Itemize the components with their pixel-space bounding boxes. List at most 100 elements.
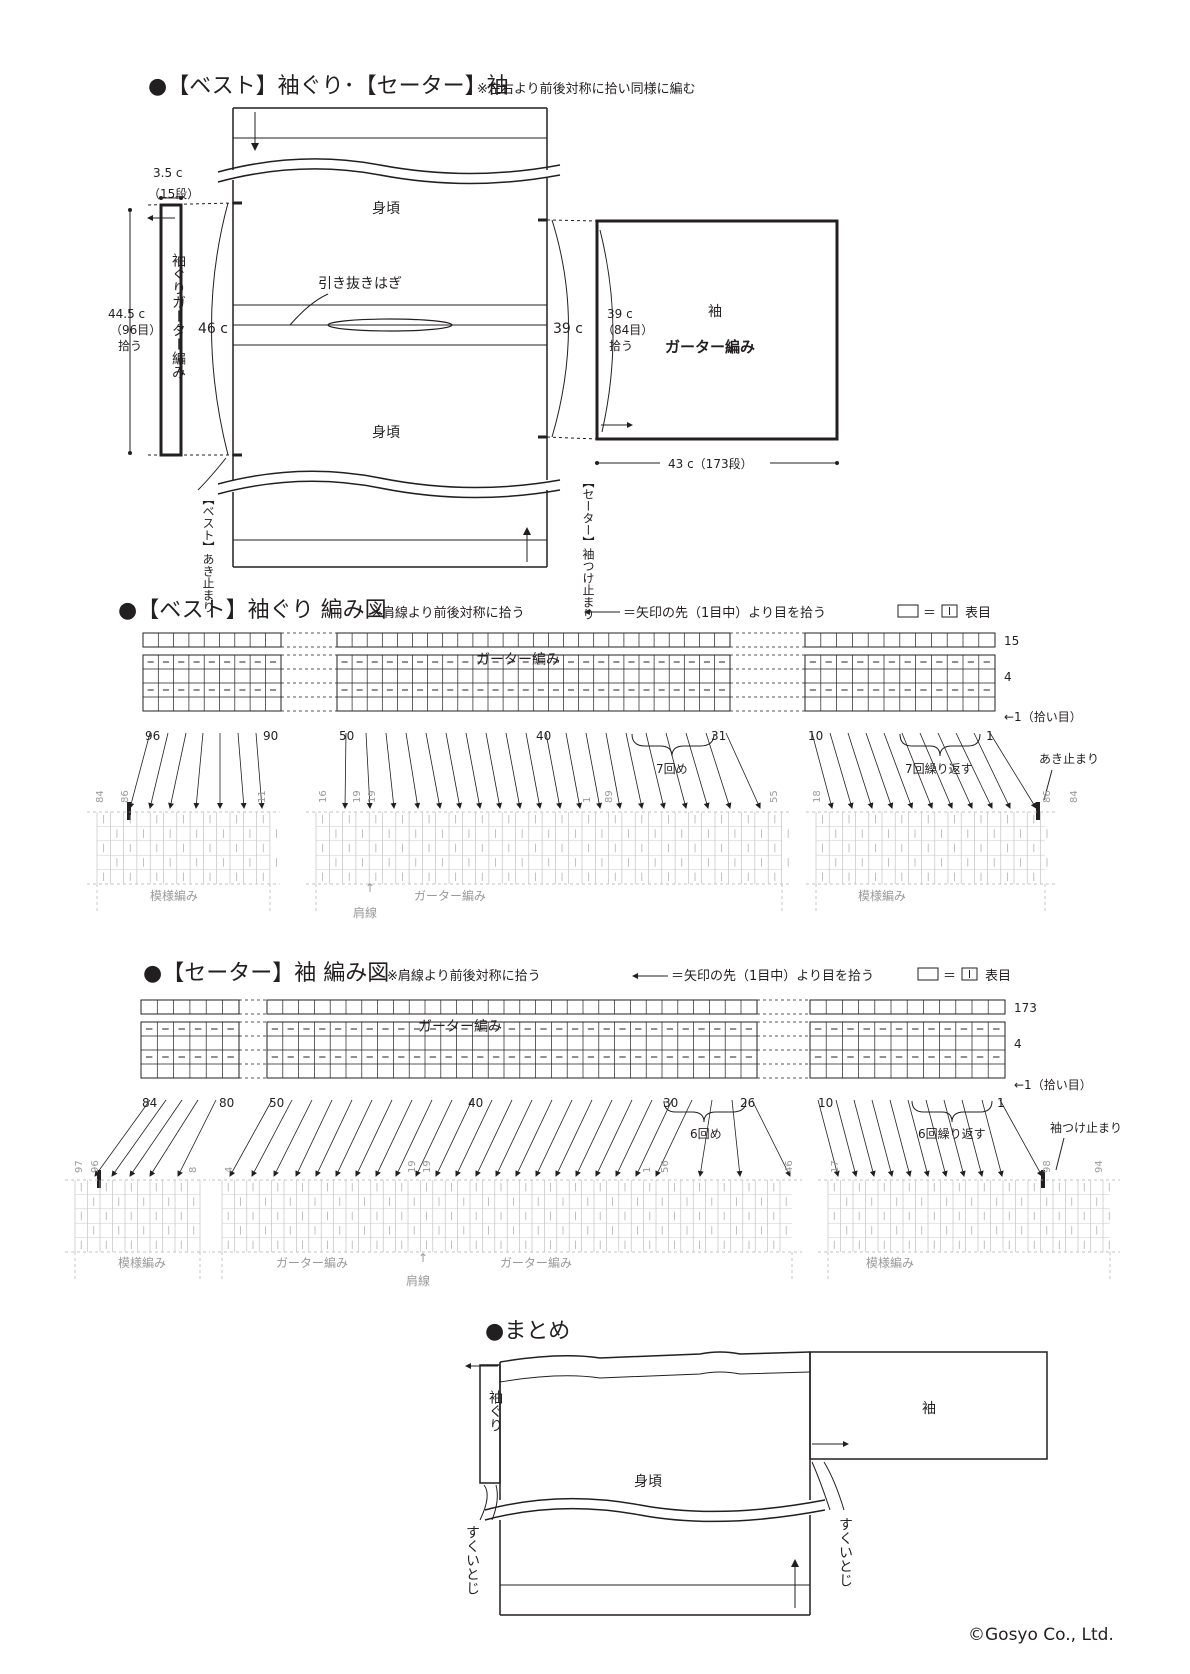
pickup-arrow bbox=[273, 1099, 313, 1177]
sleeve-chart-grid bbox=[140, 999, 1006, 1079]
pickup-arrow bbox=[565, 732, 583, 809]
sleeve-row-pick: ←1（拾い目） bbox=[1014, 1077, 1092, 1092]
faint-number: 19 bbox=[422, 1160, 433, 1173]
pickup-arrow bbox=[655, 1099, 693, 1177]
pickup-arrow bbox=[901, 732, 933, 809]
sleeve-repeat-count: 6回め bbox=[690, 1127, 722, 1141]
seam-label: 引き抜きはぎ bbox=[318, 276, 402, 292]
body-label-bottom: 身頃 bbox=[372, 425, 400, 441]
faint-number: 19 bbox=[367, 790, 378, 803]
faint-number: 1 bbox=[642, 1167, 653, 1173]
pickup-arrow bbox=[193, 732, 204, 809]
pickup-arrow bbox=[685, 732, 710, 809]
sleeve-pick: 拾う bbox=[609, 338, 633, 353]
sleeve-stop-mark-right bbox=[1041, 1170, 1045, 1188]
section1-title: ●【ベスト】袖ぐり･【セーター】袖 bbox=[148, 74, 509, 99]
vest-num-50: 50 bbox=[339, 729, 354, 743]
sleeve-garter-right: ガーター編み bbox=[500, 1255, 572, 1270]
pickup-arrow bbox=[525, 732, 543, 809]
sleeve-num-80: 80 bbox=[219, 1096, 234, 1110]
pickup-arrow bbox=[315, 1099, 353, 1177]
pickup-arrow bbox=[465, 732, 483, 809]
faint-number: 84 bbox=[1069, 790, 1080, 803]
vest-pattern-left: 模様編み bbox=[150, 888, 198, 903]
vest-stop-mark-right bbox=[1036, 802, 1040, 820]
armhole-width: 3.5 c bbox=[153, 166, 183, 180]
pickup-arrow bbox=[335, 1099, 373, 1177]
faint-number: 56 bbox=[660, 1160, 671, 1173]
sleeve-num-26: 26 bbox=[740, 1096, 755, 1110]
sleeve-num-50: 50 bbox=[269, 1096, 284, 1110]
pickup-arrow bbox=[955, 732, 993, 809]
pickup-arrow bbox=[495, 1099, 533, 1177]
sleeve-body-grid bbox=[65, 1179, 1120, 1280]
pickup-arrow bbox=[515, 1099, 553, 1177]
faint-number: 8 bbox=[188, 1167, 199, 1173]
pickup-arrow bbox=[981, 1099, 1004, 1177]
sleeve-stop-label-chart: 袖つけ止まり bbox=[1050, 1120, 1122, 1135]
pickup-arrow bbox=[635, 1099, 673, 1177]
pickup-arrow bbox=[575, 1099, 613, 1177]
chart-top-band bbox=[142, 632, 282, 648]
sleeve-num-1: 1 bbox=[997, 1096, 1005, 1110]
vest-row-pick: ←1（拾い目） bbox=[1004, 709, 1082, 724]
section-armhole-sleeve-overview: ●【ベスト】袖ぐり･【セーター】袖 ※左右より前後対称に拾い同様に編む bbox=[108, 74, 839, 620]
vest-num-1: 1 bbox=[986, 729, 994, 743]
pickup-arrow bbox=[435, 1099, 473, 1177]
sleeve-stitches: （84目） bbox=[602, 323, 653, 337]
section3-legend-eq: ＝ bbox=[943, 969, 956, 984]
faint-number: 17 bbox=[830, 1160, 841, 1173]
vest-pattern-right: 模様編み bbox=[858, 888, 906, 903]
section-assembly: ●まとめ 袖ぐり 袖 身頃 すくいとじ すくいとじ bbox=[464, 1319, 1048, 1616]
armhole-band bbox=[159, 203, 183, 457]
pickup-arrow bbox=[615, 1099, 653, 1177]
assembly-sleeve bbox=[809, 1351, 1048, 1460]
body-label-top: 身頃 bbox=[372, 201, 400, 217]
faint-number: 84 bbox=[95, 790, 106, 803]
sleeve-label: 袖 bbox=[708, 304, 722, 320]
vest-body-grid bbox=[87, 811, 1055, 912]
sleeve-stitch-label: ガーター編み bbox=[665, 338, 755, 356]
pickup-arrow bbox=[425, 732, 443, 809]
sleeve-row-173: 173 bbox=[1014, 1001, 1037, 1015]
section3-legend-knit: 表目 bbox=[985, 969, 1011, 984]
vest-shoulder-label: 肩線 bbox=[353, 905, 377, 920]
pickup-arrow bbox=[365, 732, 373, 809]
assembly-body-label: 身頃 bbox=[634, 1474, 662, 1490]
sleeve-num-40: 40 bbox=[468, 1096, 483, 1110]
body-panel bbox=[211, 107, 569, 568]
pickup-arrow bbox=[645, 732, 666, 809]
pickup-arrow bbox=[595, 1099, 633, 1177]
pickup-arrow bbox=[128, 732, 151, 809]
vest-repeat-label: 7回繰り返す bbox=[905, 762, 973, 776]
vest-num-31: 31 bbox=[711, 729, 726, 743]
vest-num-90: 90 bbox=[263, 729, 278, 743]
section-sweater-sleeve-chart: ●【セーター】袖 編み図 ※肩線より前後対称に拾う ＝矢印の先（1目中）より目を… bbox=[65, 961, 1122, 1288]
pickup-arrow bbox=[111, 1099, 167, 1177]
vest-chart-grid bbox=[142, 632, 996, 712]
pickup-arrow bbox=[853, 1099, 876, 1177]
pickup-arrow bbox=[865, 732, 894, 809]
section2-legend-arrow: ＝矢印の先（1目中）より目を拾う bbox=[623, 606, 826, 621]
copyright: ©Gosyo Co., Ltd. bbox=[968, 1625, 1114, 1645]
sleeve-pattern-left: 模様編み bbox=[118, 1255, 166, 1270]
pickup-arrow bbox=[725, 732, 761, 809]
section-vest-armhole-chart: ●【ベスト】袖ぐり 編み図 ※肩線より前後対称に拾う ＝矢印の先（1目中）より目… bbox=[87, 598, 1099, 920]
sleeve-repeat-label: 6回繰り返す bbox=[918, 1127, 986, 1141]
faint-number: 98 bbox=[1042, 1160, 1053, 1173]
sleeve-row-4: 4 bbox=[1014, 1037, 1022, 1051]
section3-legend-arrow: ＝矢印の先（1目中）より目を拾う bbox=[671, 969, 874, 984]
sleeve-width: 43 c（173段） bbox=[668, 456, 753, 471]
faint-number: 1 bbox=[582, 797, 593, 803]
pickup-arrow bbox=[973, 732, 1011, 809]
faint-number: 96 bbox=[90, 1160, 101, 1173]
assembly-armhole bbox=[479, 1364, 501, 1484]
section2-note: ※肩線より前後対称に拾う bbox=[371, 605, 525, 621]
sleeve-shoulder-label: 肩線 bbox=[406, 1273, 430, 1288]
pickup-arrow bbox=[385, 732, 397, 809]
pickup-arrow bbox=[871, 1099, 894, 1177]
section4-title: ●まとめ bbox=[485, 1319, 570, 1344]
pickup-arrow bbox=[585, 732, 603, 809]
